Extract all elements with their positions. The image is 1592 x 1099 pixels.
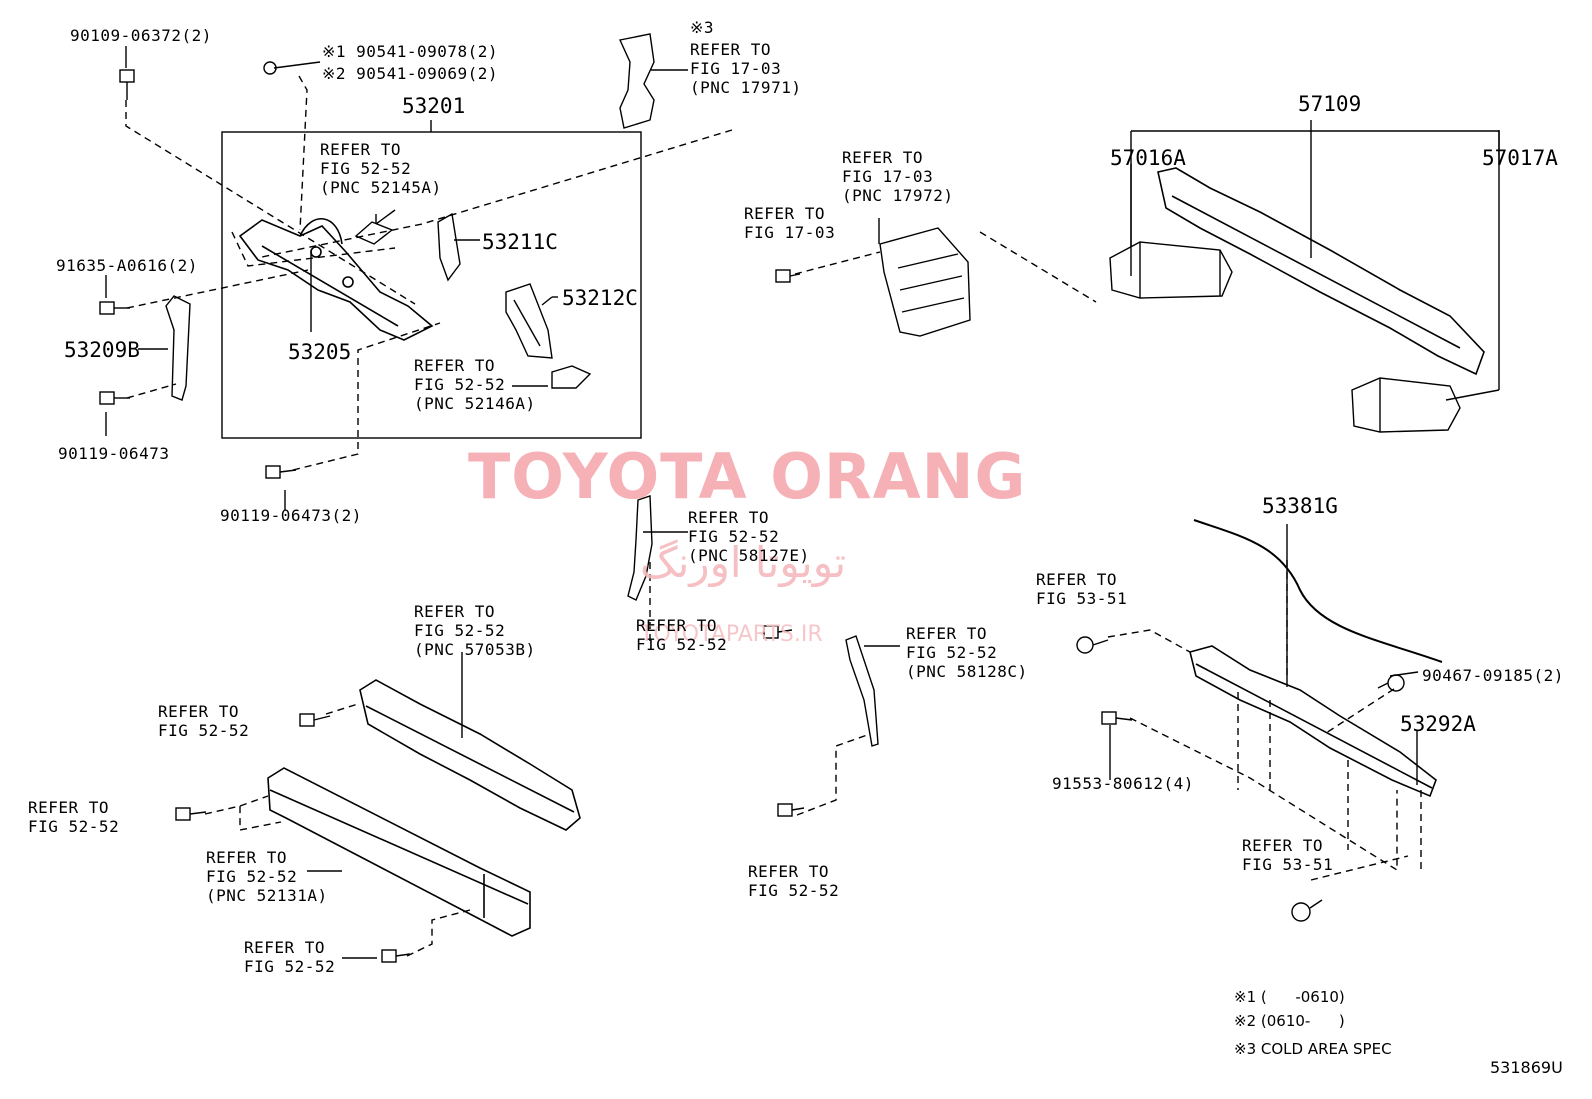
bolt-1703	[775, 269, 801, 283]
part-57053B-sketch	[359, 679, 581, 831]
label-ref-52146A[interactable]: REFER TO FIG 52-52 (PNC 52146A)	[414, 356, 536, 413]
bolt-91553	[1101, 711, 1133, 725]
label-53205[interactable]: 53205	[288, 340, 352, 364]
label-90109[interactable]: 90109-06372(2)	[70, 26, 212, 45]
bolt-91635	[99, 301, 130, 315]
dashed-lines	[125, 75, 1422, 957]
label-ref-5252-c[interactable]: REFER TO FIG 52-52	[244, 938, 336, 976]
label-ref-5252-b[interactable]: REFER TO FIG 52-52	[28, 798, 120, 836]
label-90541-1[interactable]: ※1 90541-09078(2)	[322, 42, 499, 61]
label-ref-5351-top[interactable]: REFER TO FIG 53-51	[1036, 570, 1128, 608]
part-17971-sketch	[618, 33, 655, 129]
label-57109[interactable]: 57109	[1298, 92, 1362, 116]
note-1: ※1 ( -0610)	[1234, 988, 1345, 1006]
part-17972-sketch	[879, 227, 971, 337]
label-ref-17972[interactable]: REFER TO FIG 17-03 (PNC 17972)	[842, 148, 954, 205]
part-53211C-sketch	[437, 212, 461, 282]
clip-5351-bot	[1291, 899, 1323, 922]
part-53205-sketch	[238, 218, 434, 341]
label-ref-5351-bot[interactable]: REFER TO FIG 53-51	[1242, 836, 1334, 874]
label-90467[interactable]: 90467-09185(2)	[1422, 666, 1564, 685]
label-ref-52131A[interactable]: REFER TO FIG 52-52 (PNC 52131A)	[206, 848, 328, 905]
label-ref-1703[interactable]: REFER TO FIG 17-03	[744, 204, 836, 242]
bolt-5252-b	[175, 807, 207, 821]
bolt-icons	[99, 61, 1405, 963]
leader-lines	[105, 46, 1500, 959]
part-53212C-sketch	[505, 283, 553, 359]
label-note3-mark: ※3	[690, 18, 715, 37]
label-ref-52145A[interactable]: REFER TO FIG 52-52 (PNC 52145A)	[320, 140, 442, 197]
part-58128C-sketch	[845, 635, 879, 747]
label-90119-a[interactable]: 90119-06473	[58, 444, 170, 463]
part-52146A-bracket-sketch	[551, 365, 592, 389]
label-53212C[interactable]: 53212C	[562, 286, 638, 310]
label-ref-5252-botmid[interactable]: REFER TO FIG 52-52	[748, 862, 840, 900]
bolt-5252-a	[299, 713, 331, 727]
bolt-5252-mid	[763, 625, 793, 639]
part-53292A-sketch	[1189, 645, 1437, 798]
label-ref-58127E[interactable]: REFER TO FIG 52-52 (PNC 58127E)	[688, 508, 810, 565]
label-ref-5252-a[interactable]: REFER TO FIG 52-52	[158, 702, 250, 740]
note-3: ※3 COLD AREA SPEC	[1234, 1040, 1392, 1058]
label-91553[interactable]: 91553-80612(4)	[1052, 774, 1194, 793]
part-52145A-bracket-sketch	[354, 214, 394, 245]
watermark-latin: TOYOTA ORANG	[468, 440, 1027, 513]
label-ref-5252-mid[interactable]: REFER TO FIG 52-52	[636, 616, 728, 654]
bolt-90119b	[265, 465, 297, 479]
label-57016A[interactable]: 57016A	[1110, 146, 1186, 170]
part-53381G-sketch	[1193, 519, 1443, 663]
clip-5351-top	[1076, 636, 1109, 654]
part-57016A-sketch	[1109, 241, 1233, 299]
clip-90467	[1377, 674, 1405, 692]
label-ref-17971[interactable]: REFER TO FIG 17-03 (PNC 17971)	[690, 40, 802, 97]
label-57017A[interactable]: 57017A	[1482, 146, 1558, 170]
part-53209B-sketch	[165, 295, 191, 401]
part-58127E-sketch	[627, 495, 653, 601]
nut-90541	[263, 61, 277, 75]
bolt-90109	[119, 69, 135, 100]
note-2: ※2 (0610- )	[1234, 1012, 1345, 1030]
part-57109-sketch	[1157, 167, 1485, 376]
part-57017A-sketch	[1351, 377, 1461, 433]
label-ref-57053B[interactable]: REFER TO FIG 52-52 (PNC 57053B)	[414, 602, 536, 659]
bolt-5252-botmid	[777, 803, 805, 817]
bolt-90119a	[99, 391, 130, 405]
label-91635[interactable]: 91635-A0616(2)	[56, 256, 198, 275]
diagram-code: 531869U	[1490, 1058, 1563, 1077]
bolt-5252-c	[381, 949, 411, 963]
label-90119-b[interactable]: 90119-06473(2)	[220, 506, 362, 525]
watermark-site: TOYOTAPARTS.IR	[640, 622, 823, 647]
part-52131A-sketch	[267, 767, 531, 937]
label-53201[interactable]: 53201	[402, 94, 466, 118]
label-53211C[interactable]: 53211C	[482, 230, 558, 254]
label-ref-58128C[interactable]: REFER TO FIG 52-52 (PNC 58128C)	[906, 624, 1028, 681]
label-90541-2[interactable]: ※2 90541-09069(2)	[322, 64, 499, 83]
watermark-persian: تویوتا اورنگ	[640, 538, 847, 587]
label-53209B[interactable]: 53209B	[64, 338, 140, 362]
label-53381G[interactable]: 53381G	[1262, 494, 1338, 518]
label-53292A[interactable]: 53292A	[1400, 712, 1476, 736]
